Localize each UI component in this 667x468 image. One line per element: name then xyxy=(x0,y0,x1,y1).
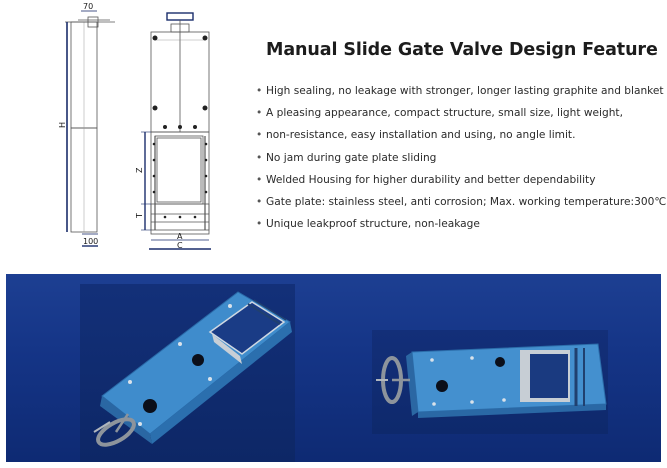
dim-label-70: 70 xyxy=(83,2,93,11)
bullet-icon: • xyxy=(256,129,263,142)
valve-photo-side xyxy=(372,330,608,434)
feature-list: •High sealing, no leakage with stronger,… xyxy=(256,80,667,235)
list-item: •Unique leakproof structure, non-leakage xyxy=(256,213,667,235)
dimension-h: H xyxy=(58,22,68,232)
handwheel-icon xyxy=(376,356,410,404)
dimension-100: 100 xyxy=(82,233,98,247)
dim-label-100: 100 xyxy=(83,237,98,246)
bullet-icon: • xyxy=(256,218,263,231)
list-item: •No jam during gate plate sliding xyxy=(256,147,667,169)
front-view xyxy=(150,12,210,235)
dimension-70: 70 xyxy=(81,2,97,12)
bullet-icon: • xyxy=(256,107,263,120)
dim-label-h: H xyxy=(58,122,67,128)
dim-label-z: Z xyxy=(135,167,144,173)
bolt-holes xyxy=(152,35,208,219)
list-item: •High sealing, no leakage with stronger,… xyxy=(256,80,667,102)
dim-label-a: A xyxy=(177,232,183,241)
bullet-icon: • xyxy=(256,151,263,164)
list-item: •A pleasing appearance, compact structur… xyxy=(256,102,667,124)
dim-label-t: T xyxy=(135,213,144,219)
bullet-icon: • xyxy=(256,196,263,209)
side-view xyxy=(65,16,115,233)
product-photo-banner xyxy=(6,274,661,462)
list-item: •Welded Housing for higher durability an… xyxy=(256,169,667,191)
bullet-icon: • xyxy=(256,173,263,186)
front-dimensions xyxy=(141,131,211,250)
page-title: Manual Slide Gate Valve Design Feature xyxy=(266,40,658,60)
list-item: •non-resistance, easy installation and u… xyxy=(256,124,667,146)
handwheel-icon xyxy=(93,413,136,447)
bullet-icon: • xyxy=(256,85,263,97)
dim-label-c: C xyxy=(177,241,183,250)
technical-drawing: 70 H 100 xyxy=(55,0,240,258)
list-item: •Gate plate: stainless steel, anti corro… xyxy=(256,191,667,213)
valve-photo-angled xyxy=(80,284,295,462)
